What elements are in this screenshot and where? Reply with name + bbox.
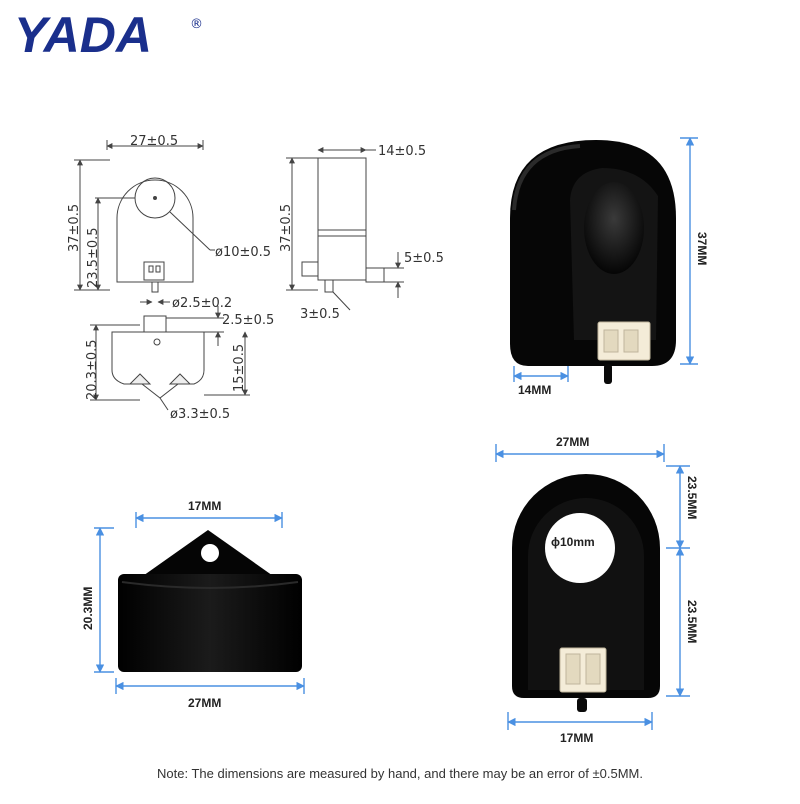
side-photo-dims xyxy=(513,137,698,382)
technical-drawing xyxy=(74,140,404,411)
registered-mark: ® xyxy=(190,17,203,32)
sensor-photo-top xyxy=(118,530,302,672)
photo-front-lower: 23.5MM xyxy=(685,600,699,643)
side-view-body xyxy=(317,157,367,281)
front-photo-hole xyxy=(545,513,615,583)
front-view-connector xyxy=(143,261,165,281)
sensor-photo-side xyxy=(510,140,676,384)
dim-top-body-height: 15±0.5 xyxy=(232,344,247,392)
photo-front-upper: 23.5MM xyxy=(685,476,699,519)
dim-hole-diameter: ø10±0.5 xyxy=(215,245,271,260)
front-photo-dims xyxy=(495,444,690,730)
dim-top-height: 20.3±0.5 xyxy=(85,339,100,400)
photo-side-depth: 14MM xyxy=(518,383,551,397)
photo-top-height: 20.3MM xyxy=(81,587,95,630)
photo-front-bottom: 17MM xyxy=(560,731,593,745)
photo-front-width: 27MM xyxy=(556,435,589,449)
dim-pin-width: ø2.5±0.2 xyxy=(172,296,232,311)
dim-connector-height: 5±0.5 xyxy=(404,251,444,266)
dim-center-height: 23.5±0.5 xyxy=(86,227,101,288)
dim-front-width: 27±0.5 xyxy=(130,134,178,149)
dim-pin-length: 3±0.5 xyxy=(300,307,340,322)
logo-text: YADA xyxy=(14,7,152,62)
dim-side-depth: 14±0.5 xyxy=(378,144,426,159)
photo-hole-diameter: ϕ10mm xyxy=(551,535,595,549)
dim-side-height: 37±0.5 xyxy=(279,204,294,252)
top-photo-dims xyxy=(94,512,305,694)
sensor-photo-front xyxy=(512,474,660,712)
photo-top-width-lower: 27MM xyxy=(188,696,221,710)
yada-logo: YADA ® xyxy=(12,6,212,66)
top-view-body xyxy=(111,331,205,399)
dim-mount-hole: ø3.3±0.5 xyxy=(170,407,230,422)
dim-front-height: 37±0.5 xyxy=(67,204,82,252)
photo-top-width-upper: 17MM xyxy=(188,499,221,513)
top-view-pin xyxy=(143,315,167,333)
photo-side-height: 37MM xyxy=(695,232,709,265)
measurement-note: Note: The dimensions are measured by han… xyxy=(157,766,643,781)
dim-top-pin-height: 2.5±0.5 xyxy=(222,313,274,328)
front-view-outline xyxy=(116,179,194,283)
